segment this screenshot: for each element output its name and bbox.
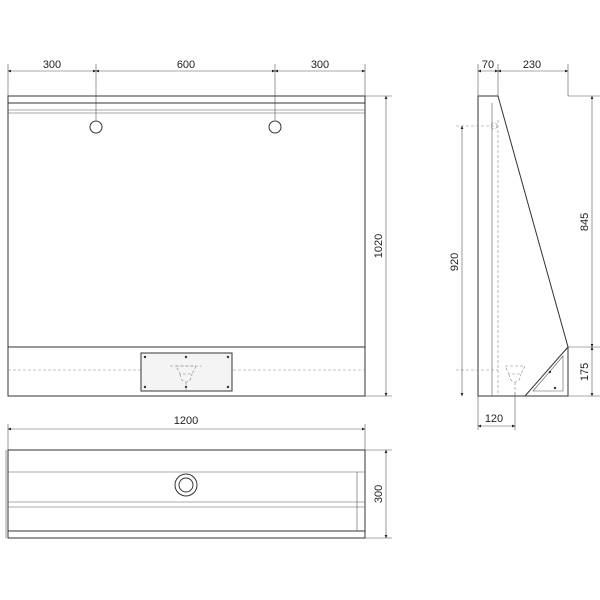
dim-height-slope-label: 845 [579, 213, 591, 231]
dim-top-a-label: 70 [482, 59, 494, 71]
top-width-dimension: 1200 [7, 415, 366, 450]
side-view: 70 230 920 [449, 59, 600, 430]
dim-width-label: 1200 [174, 415, 198, 427]
dim-top-b-label: 230 [523, 59, 541, 71]
front-view: 300 600 300 [7, 59, 392, 397]
dim-height-total-label: 920 [449, 253, 461, 271]
drain-trap-icon [170, 365, 202, 390]
dim-bottom-height-label: 175 [579, 363, 591, 381]
top-depth-dimension: 300 [365, 449, 392, 539]
bracket-triangle [523, 345, 569, 397]
front-body [7, 95, 366, 397]
side-top-dimension: 70 230 [477, 59, 569, 96]
dim-bottom-width-label: 120 [485, 413, 503, 425]
mounting-hole-right [268, 120, 282, 134]
dim-right-label: 300 [311, 59, 329, 71]
dim-depth-label: 300 [373, 485, 385, 503]
side-trap-icon [504, 365, 526, 392]
side-height-slope-dimension: 845 [568, 95, 600, 348]
drain-outlet-icon [174, 473, 198, 497]
front-top-dimension: 300 600 300 [7, 59, 366, 120]
access-panel [140, 352, 233, 392]
top-view: 1200 300 [5, 415, 392, 539]
side-bottom-width-dimension: 120 [477, 392, 516, 430]
top-body [5, 449, 366, 539]
front-height-dimension: 1020 [365, 95, 392, 397]
dim-left-label: 300 [43, 59, 61, 71]
dim-height-label: 1020 [373, 234, 385, 258]
mounting-hole-left [89, 120, 103, 134]
side-bottom-height-dimension: 175 [568, 346, 600, 397]
dim-middle-label: 600 [177, 59, 195, 71]
side-height-total-dimension: 920 [449, 125, 498, 397]
side-body [477, 95, 569, 397]
